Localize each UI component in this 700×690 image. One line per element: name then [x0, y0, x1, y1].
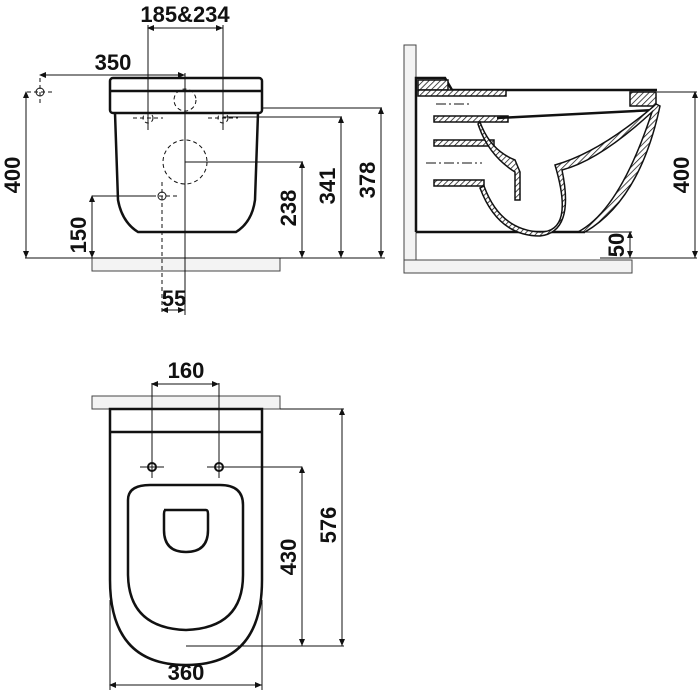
top-view: 160 576 430 360 — [91, 358, 345, 690]
dim-55: 55 — [162, 286, 186, 311]
bowl-outline — [108, 407, 264, 667]
dim-238: 238 — [276, 190, 301, 227]
bowl-body — [113, 112, 260, 234]
side-view: 400 50 — [403, 44, 698, 274]
dim-360: 360 — [168, 660, 205, 685]
dim-430: 430 — [276, 539, 301, 576]
dim-150: 150 — [66, 217, 91, 254]
floor-slab — [91, 257, 281, 272]
wall — [403, 44, 417, 274]
dim-400-side: 400 — [669, 157, 694, 194]
dim-160: 160 — [168, 358, 205, 383]
seat-top — [108, 76, 264, 115]
dim-bolt-spacing: 185&234 — [140, 2, 230, 27]
seat-outline — [126, 483, 245, 632]
dim-576: 576 — [316, 507, 341, 544]
dim-341: 341 — [315, 168, 340, 205]
dim-350: 350 — [95, 50, 132, 75]
seat-cutout — [162, 508, 210, 554]
floor-slab-side — [403, 259, 633, 274]
inlet-hole — [173, 88, 197, 112]
dim-378: 378 — [355, 162, 380, 199]
dim-400: 400 — [0, 157, 25, 194]
wall-slab-top — [91, 395, 281, 410]
front-view: 185&234 350 400 150 238 341 378 55 — [0, 2, 385, 315]
dim-50: 50 — [604, 233, 629, 257]
